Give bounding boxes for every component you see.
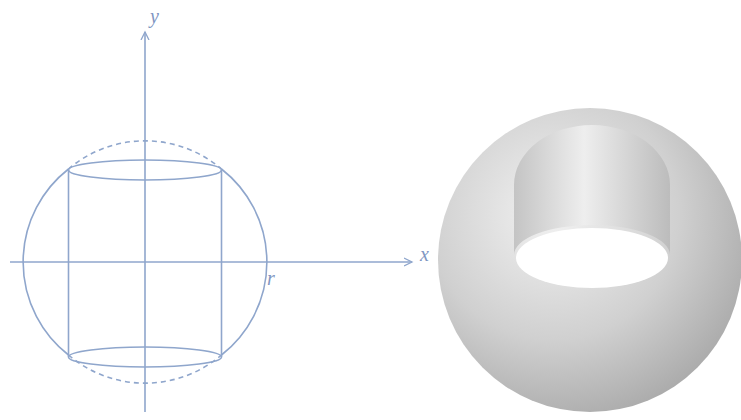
radius-label: r bbox=[267, 268, 275, 288]
axis-label: x bbox=[420, 244, 429, 264]
napkin-ring bbox=[438, 108, 741, 412]
axis-label: y bbox=[150, 6, 159, 26]
cross-section bbox=[10, 32, 412, 412]
